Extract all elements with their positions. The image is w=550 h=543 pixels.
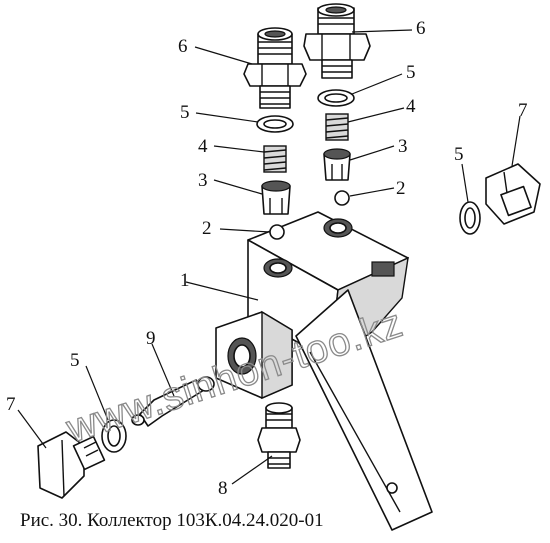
callout-8: 8 [218,478,228,499]
figure-caption: Рис. 30. Коллектор 103К.04.24.020-01 [20,510,324,531]
callout-1: 1 [180,270,190,291]
callout-2-right: 2 [396,178,406,199]
callout-2-left: 2 [202,218,212,239]
callout-5-left: 5 [180,102,190,123]
leader-lines [17,29,521,485]
left-plug-assembly [37,376,215,499]
callout-3-right: 3 [398,136,408,157]
callout-5-plug-right: 5 [454,144,464,165]
callout-5-right: 5 [406,62,416,83]
callout-4-right: 4 [406,96,416,117]
bottom-nipple [257,402,301,469]
callout-7-right: 7 [518,100,528,121]
callout-4-left: 4 [198,136,208,157]
callout-7-left: 7 [6,394,16,415]
callout-labels: 6 6 5 5 4 4 3 3 2 2 1 5 7 5 9 7 8 [6,18,528,499]
callout-3-left: 3 [198,170,208,191]
callout-5-plug-left: 5 [70,350,80,371]
callout-6-right: 6 [416,18,426,39]
left-fitting-stack [243,27,307,240]
right-fitting-stack [303,3,371,206]
callout-6-left: 6 [178,36,188,57]
right-plug-assembly [459,163,541,235]
collector-body [215,211,433,531]
callout-9: 9 [146,328,156,349]
